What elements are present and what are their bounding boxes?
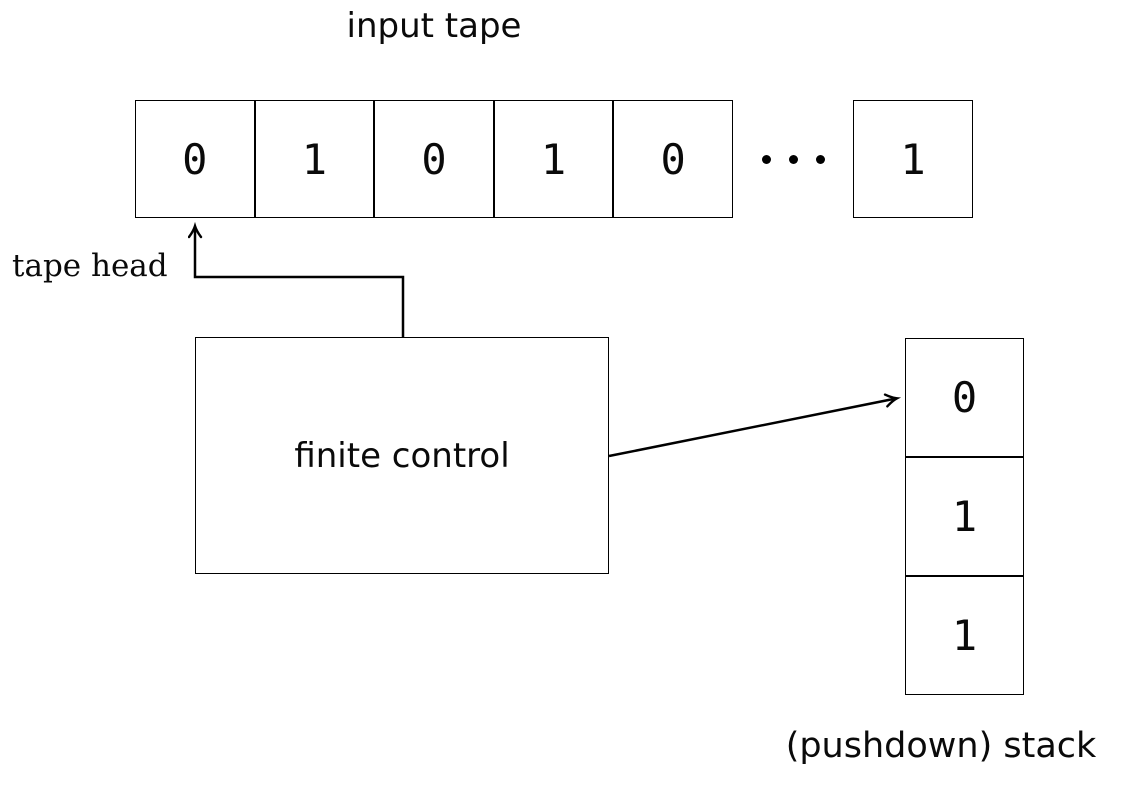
stack-cell: 0 bbox=[951, 373, 978, 422]
tape-cell: 0 bbox=[373, 101, 493, 217]
tape-ellipsis-dots bbox=[735, 100, 851, 218]
tape-cell: 1 bbox=[492, 101, 613, 217]
input-tape: 0 1 0 1 0 bbox=[135, 100, 733, 218]
stack-cell: 1 bbox=[906, 575, 1023, 694]
pushdown-stack: 0 1 1 bbox=[905, 338, 1024, 695]
finite-control-box: finite control bbox=[195, 337, 609, 574]
tape-cell: 1 bbox=[253, 101, 374, 217]
tape-head-label: tape head bbox=[12, 248, 168, 284]
control-to-stack-arrow bbox=[608, 399, 896, 458]
tape-last-cell: 1 bbox=[853, 100, 973, 218]
ellipsis-dot-icon bbox=[761, 154, 771, 164]
tape-head-arrow bbox=[195, 227, 405, 338]
ellipsis-dot-icon bbox=[815, 154, 825, 164]
stack-cell: 1 bbox=[906, 456, 1023, 575]
tape-cell: 0 bbox=[182, 134, 208, 184]
finite-control-label: finite control bbox=[294, 435, 510, 476]
tape-cell: 0 bbox=[612, 101, 732, 217]
ellipsis-dot-icon bbox=[788, 154, 798, 164]
input-tape-title: input tape bbox=[346, 6, 522, 46]
pushdown-stack-label: (pushdown) stack bbox=[785, 726, 1097, 766]
